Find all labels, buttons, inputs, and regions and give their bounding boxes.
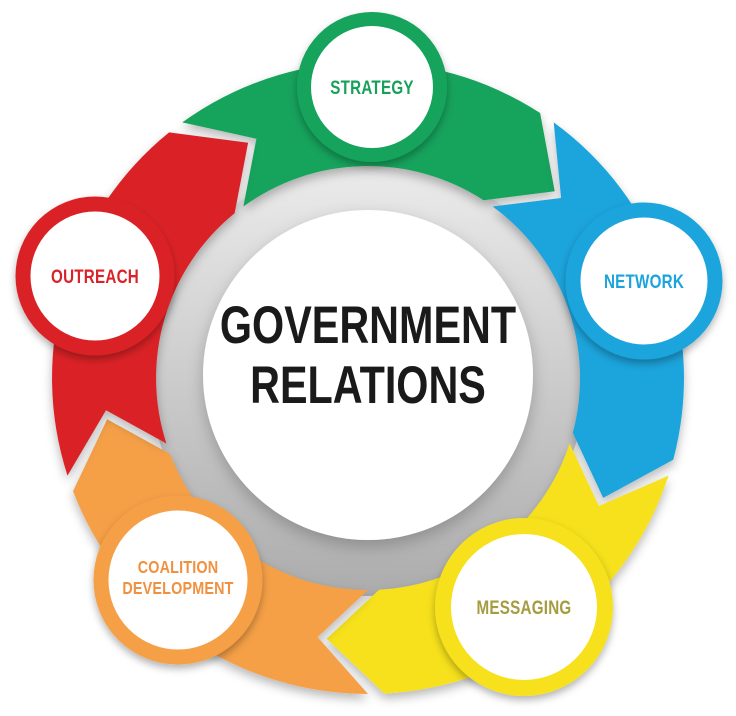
node-circle-network bbox=[565, 202, 723, 360]
label-messaging-wrap: MESSAGING bbox=[477, 596, 572, 618]
title-government: GOVERNMENT bbox=[220, 296, 516, 355]
label-coalition-line1-wrap: COALITION bbox=[138, 558, 219, 578]
center-circle bbox=[203, 210, 533, 540]
node-label-outreach: OUTREACH bbox=[51, 265, 139, 287]
node-label-coalition-line2: DEVELOPMENT bbox=[122, 579, 233, 599]
node-label-coalition-line1: COALITION bbox=[138, 558, 219, 578]
node-circle-messaging bbox=[435, 518, 613, 696]
title-relations: RELATIONS bbox=[250, 356, 486, 415]
label-strategy-wrap: STRATEGY bbox=[330, 76, 414, 98]
node-circle-strategy bbox=[297, 12, 447, 162]
diagram-title-line1-wrap: GOVERNMENT bbox=[220, 296, 516, 355]
label-network-wrap: NETWORK bbox=[604, 270, 684, 292]
label-outreach-wrap: OUTREACH bbox=[51, 265, 139, 287]
node-circles bbox=[15, 12, 723, 696]
node-circle-coalition bbox=[93, 495, 263, 665]
node-label-strategy: STRATEGY bbox=[330, 76, 414, 98]
diagram-title-line2-wrap: RELATIONS bbox=[250, 356, 486, 415]
node-label-messaging: MESSAGING bbox=[477, 596, 572, 618]
node-label-network: NETWORK bbox=[604, 270, 684, 292]
label-coalition-line2-wrap: DEVELOPMENT bbox=[122, 579, 233, 599]
node-circle-outreach bbox=[15, 196, 175, 356]
